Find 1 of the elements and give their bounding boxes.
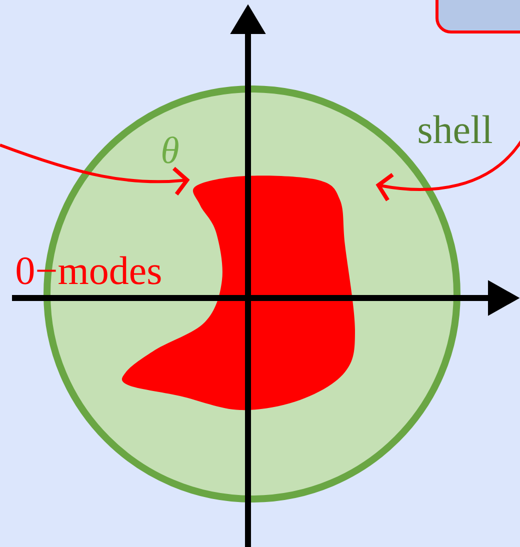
rounded-box xyxy=(436,0,520,34)
